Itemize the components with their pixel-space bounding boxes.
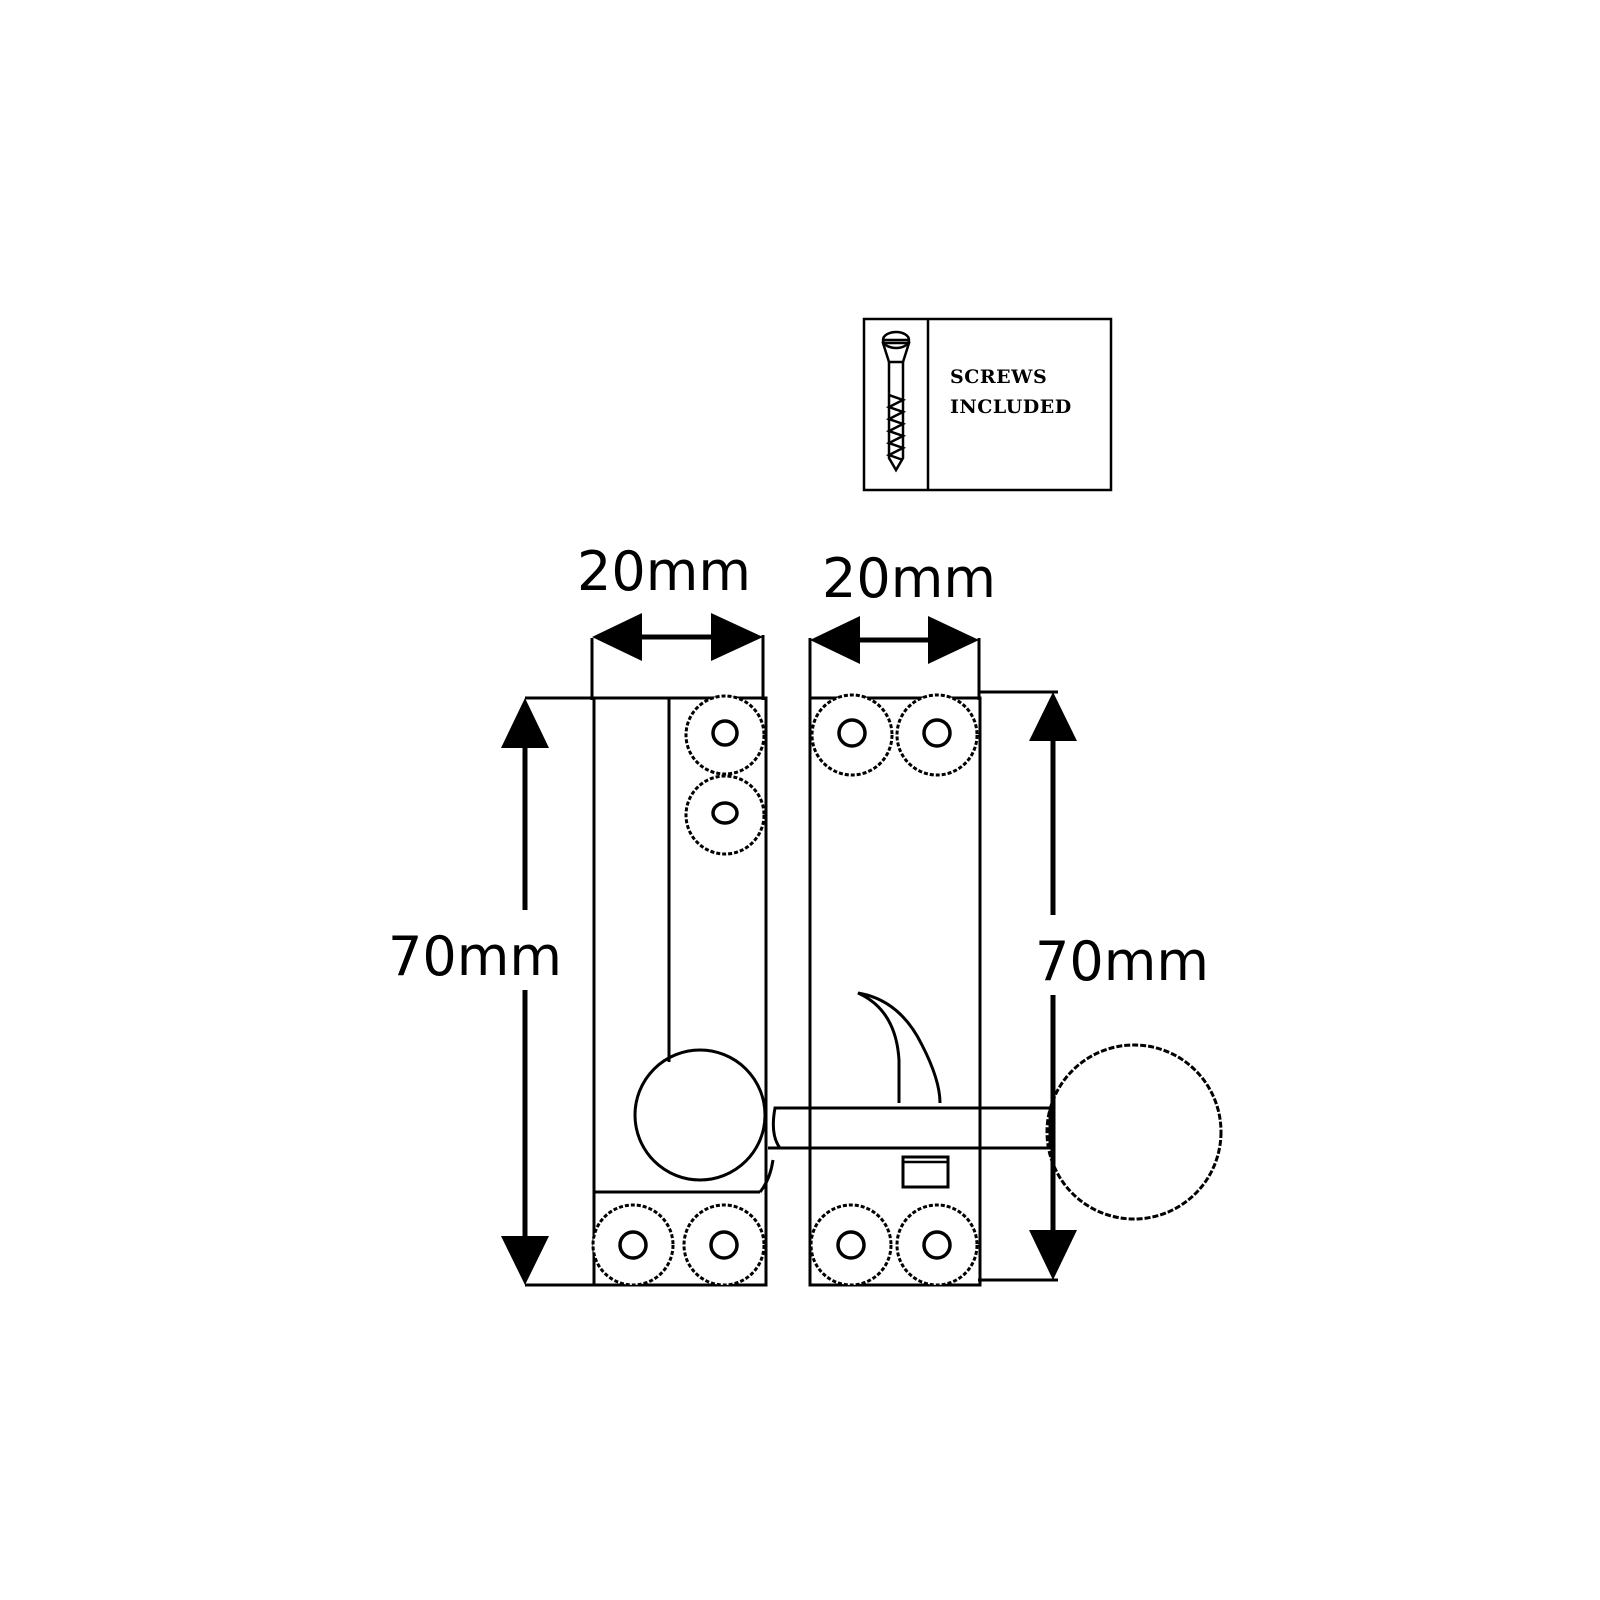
screws-label-line1: SCREWS — [950, 366, 1047, 388]
left-width-dimension: 20mm — [577, 540, 765, 700]
left-latch-plate — [591, 694, 775, 1287]
right-height-label: 70mm — [1035, 930, 1209, 993]
screws-label-line2: INCLUDED — [950, 396, 1072, 418]
right-width-label: 20mm — [822, 547, 996, 610]
screw-icon — [881, 330, 911, 473]
right-keep-plate — [808, 693, 982, 1287]
keeper-slot — [901, 1155, 950, 1189]
latch-knob — [1045, 1043, 1223, 1221]
latch-arm — [768, 1043, 1223, 1221]
left-height-dimension: 70mm — [388, 696, 600, 1287]
right-width-dimension: 20mm — [808, 547, 996, 700]
left-width-label: 20mm — [577, 540, 751, 603]
screws-included-box: SCREWS INCLUDED — [862, 317, 1113, 492]
pivot-knob — [633, 1048, 767, 1182]
keeper-hook — [857, 991, 942, 1104]
right-height-dimension: 70mm — [978, 690, 1209, 1282]
left-height-label: 70mm — [388, 925, 562, 988]
